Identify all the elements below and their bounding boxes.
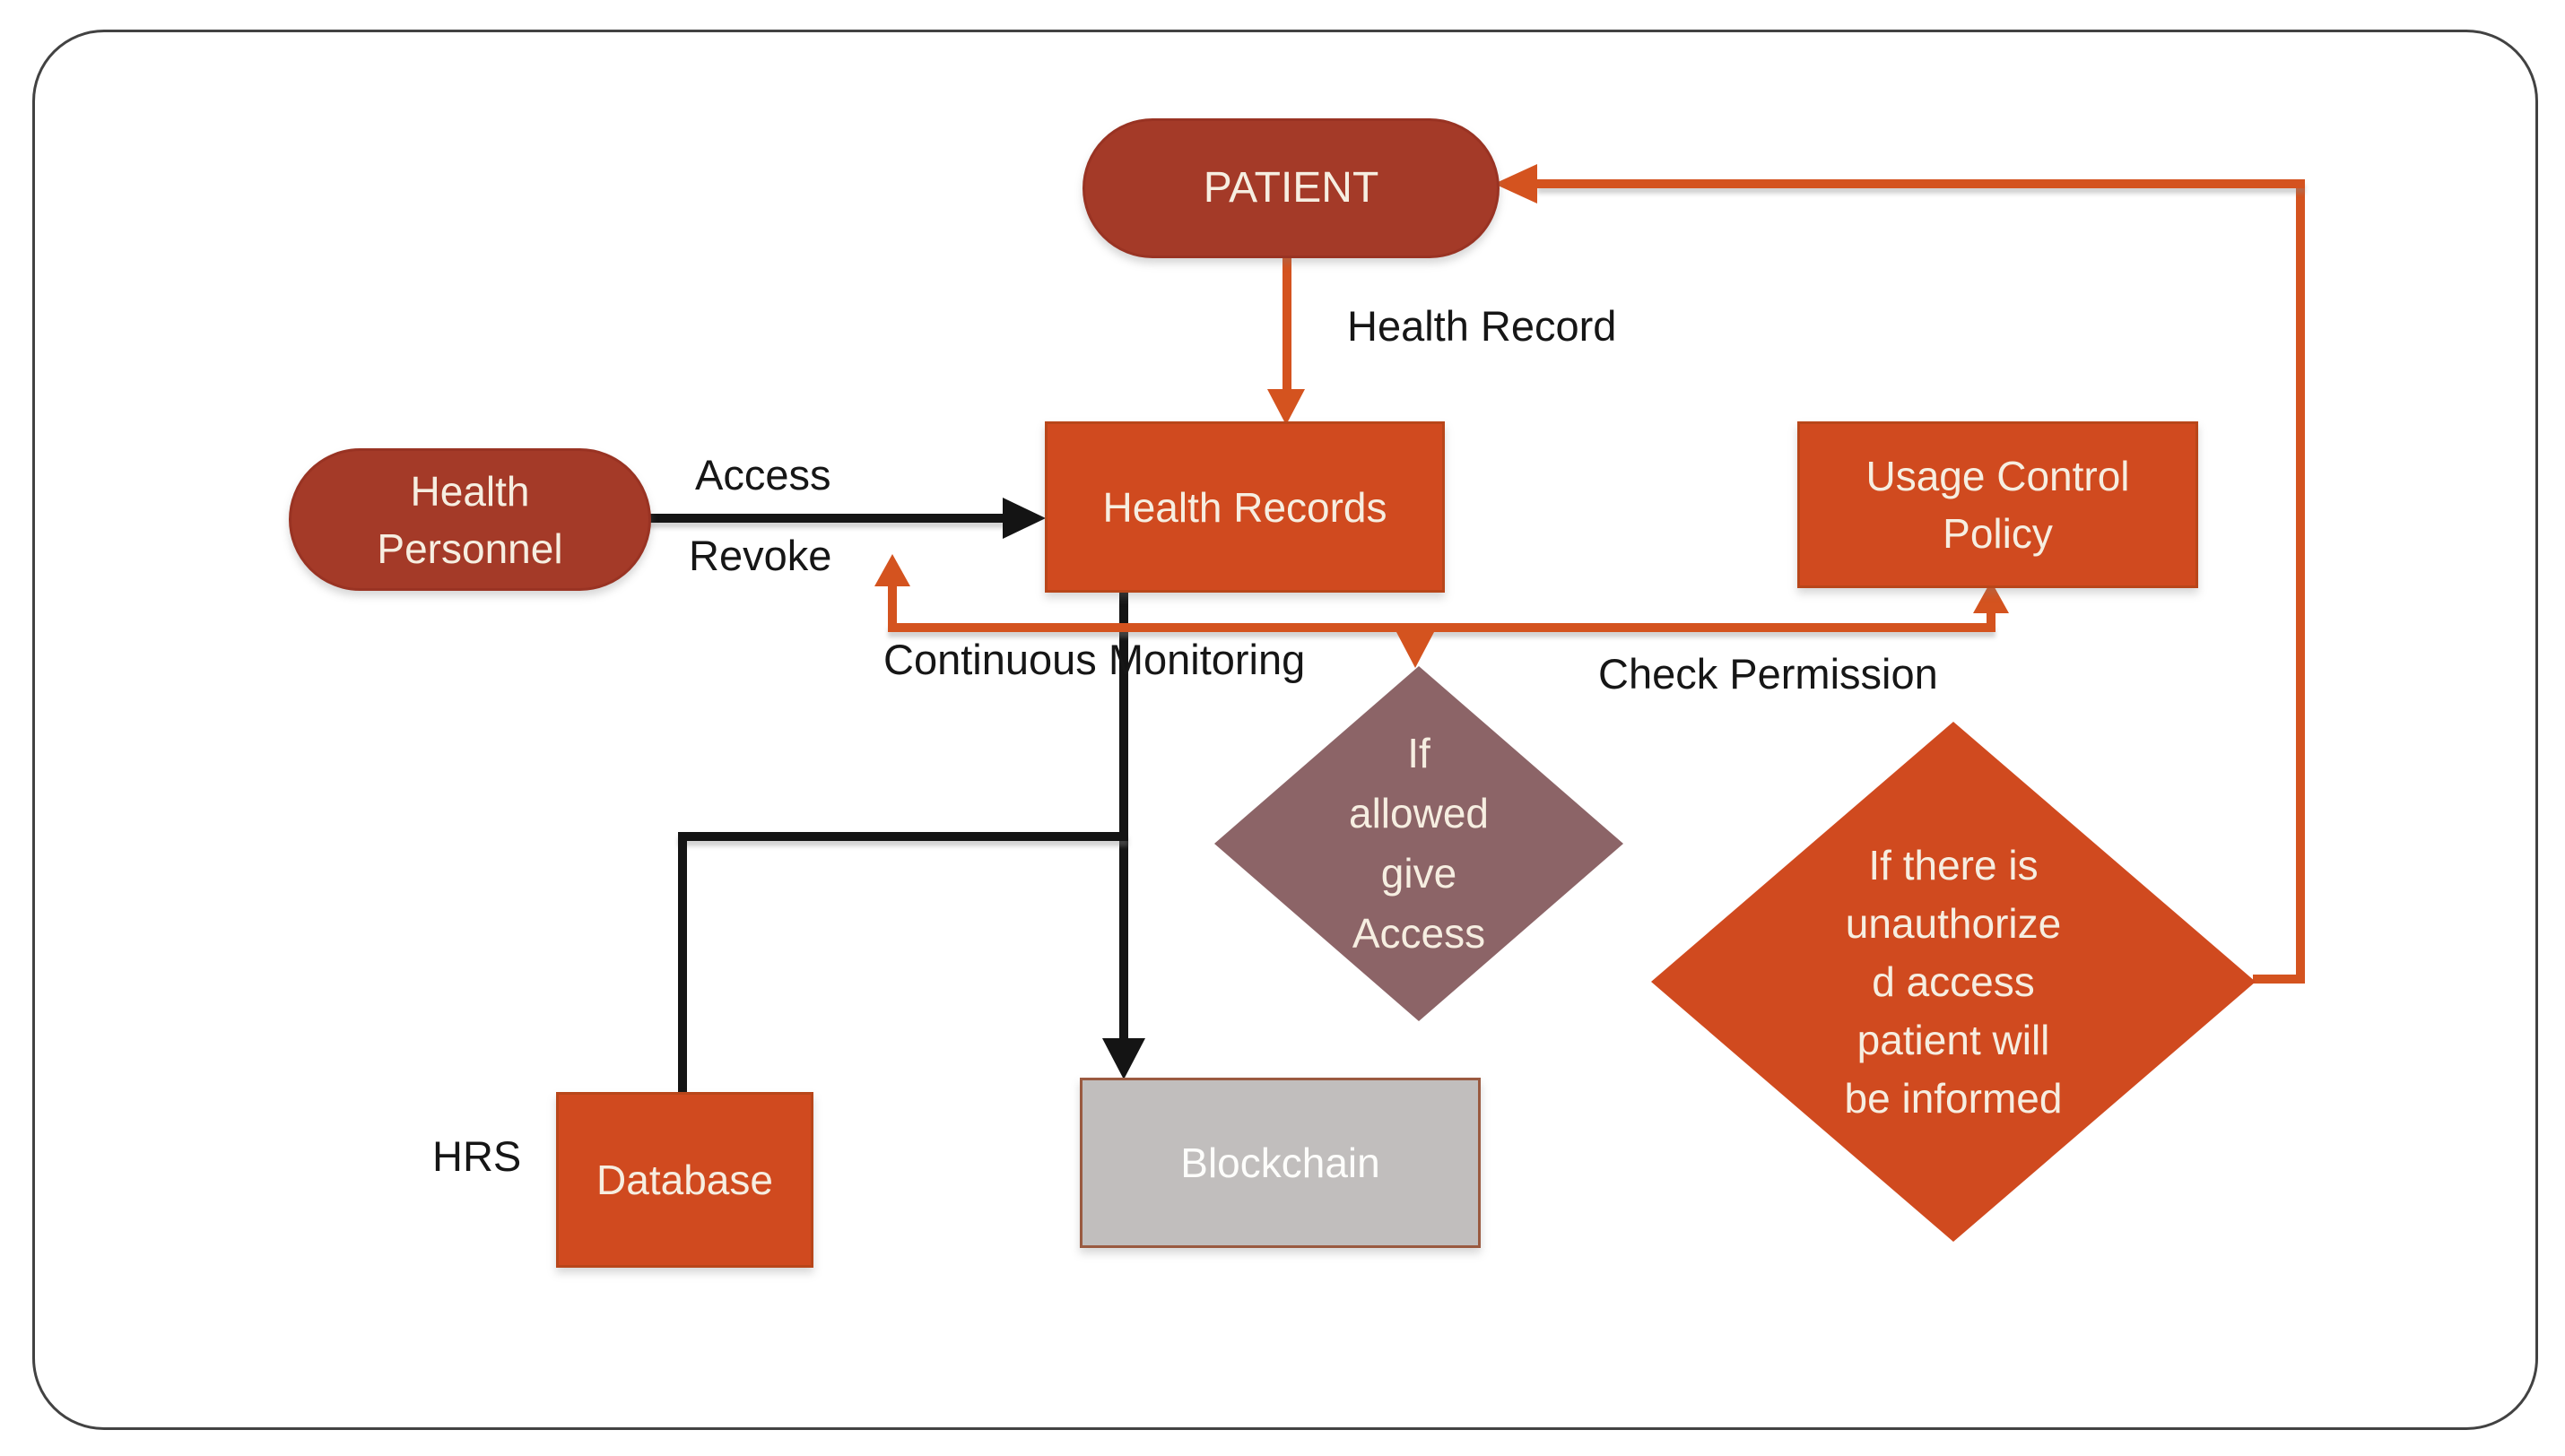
- node-unauthorized-line5: be informed: [1844, 1074, 2063, 1122]
- label-hrs: HRS: [432, 1132, 522, 1180]
- node-usage-control-policy-line2: Policy: [1943, 510, 2053, 557]
- node-if-allowed-line2: allowed: [1349, 790, 1489, 836]
- node-health-personnel: Health Personnel: [289, 448, 651, 591]
- edge-monitoring-left-arrowhead: [874, 554, 910, 586]
- edge-patient-to-records-line: [1282, 253, 1291, 389]
- node-unauthorized-line2: unauthorize: [1845, 899, 2062, 947]
- node-unauthorized-line4: patient will: [1856, 1016, 2050, 1063]
- edge-monitoring-horizontal-line: [888, 623, 1995, 632]
- label-revoke: Revoke: [689, 532, 832, 579]
- label-health-record: Health Record: [1347, 302, 1617, 350]
- node-blockchain: Blockchain: [1080, 1078, 1481, 1248]
- edge-branch-horizontal-line: [678, 832, 1128, 841]
- node-if-allowed-line3: give: [1380, 850, 1457, 897]
- edge-feedback-vertical-line: [2296, 179, 2305, 984]
- node-if-allowed-line4: Access: [1352, 910, 1486, 957]
- node-if-allowed-line1: If: [1407, 730, 1430, 776]
- node-usage-control-policy-line1: Usage Control: [1865, 453, 2130, 499]
- edge-monitoring-left-riser: [888, 585, 897, 623]
- edge-branch-to-database-line: [678, 832, 687, 1092]
- edge-patient-to-records-arrowhead: [1267, 389, 1305, 425]
- edge-to-allowed-diamond-arrowhead: [1396, 632, 1434, 668]
- edge-personnel-to-records-arrowhead: [1003, 498, 1046, 539]
- edge-feedback-to-patient-arrowhead: [1494, 164, 1537, 204]
- edge-check-permission-riser: [1987, 612, 1995, 623]
- node-patient: PATIENT: [1083, 118, 1500, 258]
- label-check-permission: Check Permission: [1598, 650, 1938, 698]
- edge-feedback-top-line: [1537, 179, 2305, 188]
- node-blockchain-label: Blockchain: [1180, 1140, 1380, 1186]
- node-unauthorized-line3: d access: [1872, 958, 2035, 1005]
- node-patient-label: PATIENT: [1203, 164, 1379, 212]
- node-health-records: Health Records: [1045, 421, 1445, 593]
- node-health-records-label: Health Records: [1102, 483, 1387, 531]
- node-health-personnel-line2: Personnel: [377, 524, 563, 572]
- node-database-label: Database: [596, 1157, 773, 1203]
- edge-feedback-bottom-line: [2253, 975, 2305, 984]
- edge-records-to-blockchain-line: [1119, 587, 1128, 1042]
- label-access: Access: [695, 451, 831, 498]
- label-continuous-monitoring: Continuous Monitoring: [883, 636, 1306, 683]
- node-health-personnel-line1: Health: [410, 467, 530, 515]
- edge-personnel-to-records-line: [646, 514, 1004, 523]
- node-unauthorized-line1: If there is: [1868, 841, 2039, 888]
- node-usage-control-policy: Usage Control Policy: [1797, 421, 2198, 588]
- node-database: Database: [556, 1092, 813, 1268]
- edge-records-to-blockchain-arrowhead: [1102, 1038, 1145, 1079]
